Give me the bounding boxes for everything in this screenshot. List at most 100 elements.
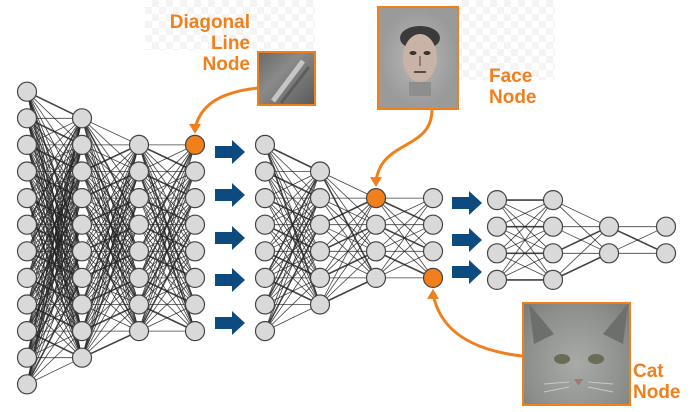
edge: [26, 197, 83, 385]
node: [254, 188, 276, 209]
node: [16, 241, 38, 262]
node: [309, 267, 331, 288]
edge: [26, 304, 83, 385]
edge: [26, 118, 83, 305]
label-line: Node: [202, 54, 251, 75]
edge: [26, 118, 83, 385]
node: [128, 161, 150, 182]
node: [71, 161, 93, 182]
edge: [81, 144, 140, 173]
callout-connector: [431, 293, 523, 358]
edge: [81, 277, 140, 358]
arrowhead-icon: [370, 177, 382, 188]
edge: [138, 144, 196, 252]
node: [71, 108, 93, 129]
node: [365, 214, 387, 235]
edge: [138, 251, 196, 332]
node: [71, 347, 93, 368]
node: [16, 294, 38, 315]
right-arrow-icon: [215, 140, 245, 164]
node: [309, 294, 331, 315]
edge: [375, 197, 434, 252]
right-arrow-icon: [452, 191, 482, 215]
node: [365, 267, 387, 288]
node: [16, 374, 38, 395]
node: [598, 243, 620, 264]
edge: [496, 199, 554, 228]
edge: [81, 171, 140, 358]
edge: [81, 224, 140, 358]
edge: [375, 197, 434, 279]
node: [16, 188, 38, 209]
node: [184, 188, 206, 209]
edge: [26, 118, 83, 172]
node: [16, 267, 38, 288]
callout-connector: [374, 109, 434, 183]
node: [16, 347, 38, 368]
node: [16, 134, 38, 155]
edge: [26, 118, 83, 199]
edge: [138, 277, 196, 332]
node: [71, 321, 93, 342]
edge: [81, 251, 140, 358]
edge: [496, 252, 554, 281]
edge: [138, 144, 196, 332]
edge: [26, 118, 83, 358]
edge: [319, 277, 377, 306]
node: [128, 294, 150, 315]
node: [542, 216, 564, 237]
right-arrow-icon: [452, 260, 482, 284]
node: [655, 243, 677, 264]
edge: [264, 171, 321, 252]
edge: [138, 144, 196, 279]
label-line: Diagonal: [169, 12, 250, 33]
edge: [81, 144, 140, 199]
right-arrow-icon: [215, 183, 245, 207]
node: [309, 214, 331, 235]
node: [128, 267, 150, 288]
edge: [264, 251, 321, 332]
edge: [319, 197, 377, 226]
node: [309, 161, 331, 182]
network-nodes: [16, 81, 677, 395]
node: [542, 243, 564, 264]
node: [309, 188, 331, 209]
highlighted-node: [184, 134, 206, 155]
label-line: Line: [210, 33, 250, 54]
node: [128, 321, 150, 342]
edge: [81, 144, 140, 225]
right-arrow-icon: [215, 226, 245, 250]
edge: [138, 197, 196, 332]
edge: [552, 226, 610, 281]
edge: [264, 144, 321, 173]
edge: [26, 90, 83, 120]
node: [598, 216, 620, 237]
edge: [319, 197, 377, 305]
edge: [138, 144, 196, 225]
face-feature-image: [377, 6, 459, 110]
arrowhead-icon: [189, 123, 201, 134]
node: [486, 269, 508, 290]
edge: [26, 330, 83, 385]
node: [254, 161, 276, 182]
node: [422, 214, 444, 235]
right-arrow-icon: [452, 228, 482, 252]
edge: [81, 144, 140, 332]
background-checker: [455, 0, 555, 80]
edge: [319, 171, 377, 199]
edge: [138, 304, 196, 332]
node: [254, 267, 276, 288]
node: [655, 216, 677, 237]
edge: [26, 357, 83, 385]
arrowhead-icon: [427, 288, 439, 299]
node: [71, 241, 93, 262]
face-node-label: Face Node: [489, 66, 537, 108]
node: [254, 214, 276, 235]
edge: [264, 304, 321, 332]
node: [128, 188, 150, 209]
flow-arrows: [215, 140, 482, 335]
callout-connector: [193, 86, 259, 130]
edge: [26, 277, 83, 385]
edge: [552, 252, 610, 281]
right-arrow-icon: [215, 311, 245, 335]
